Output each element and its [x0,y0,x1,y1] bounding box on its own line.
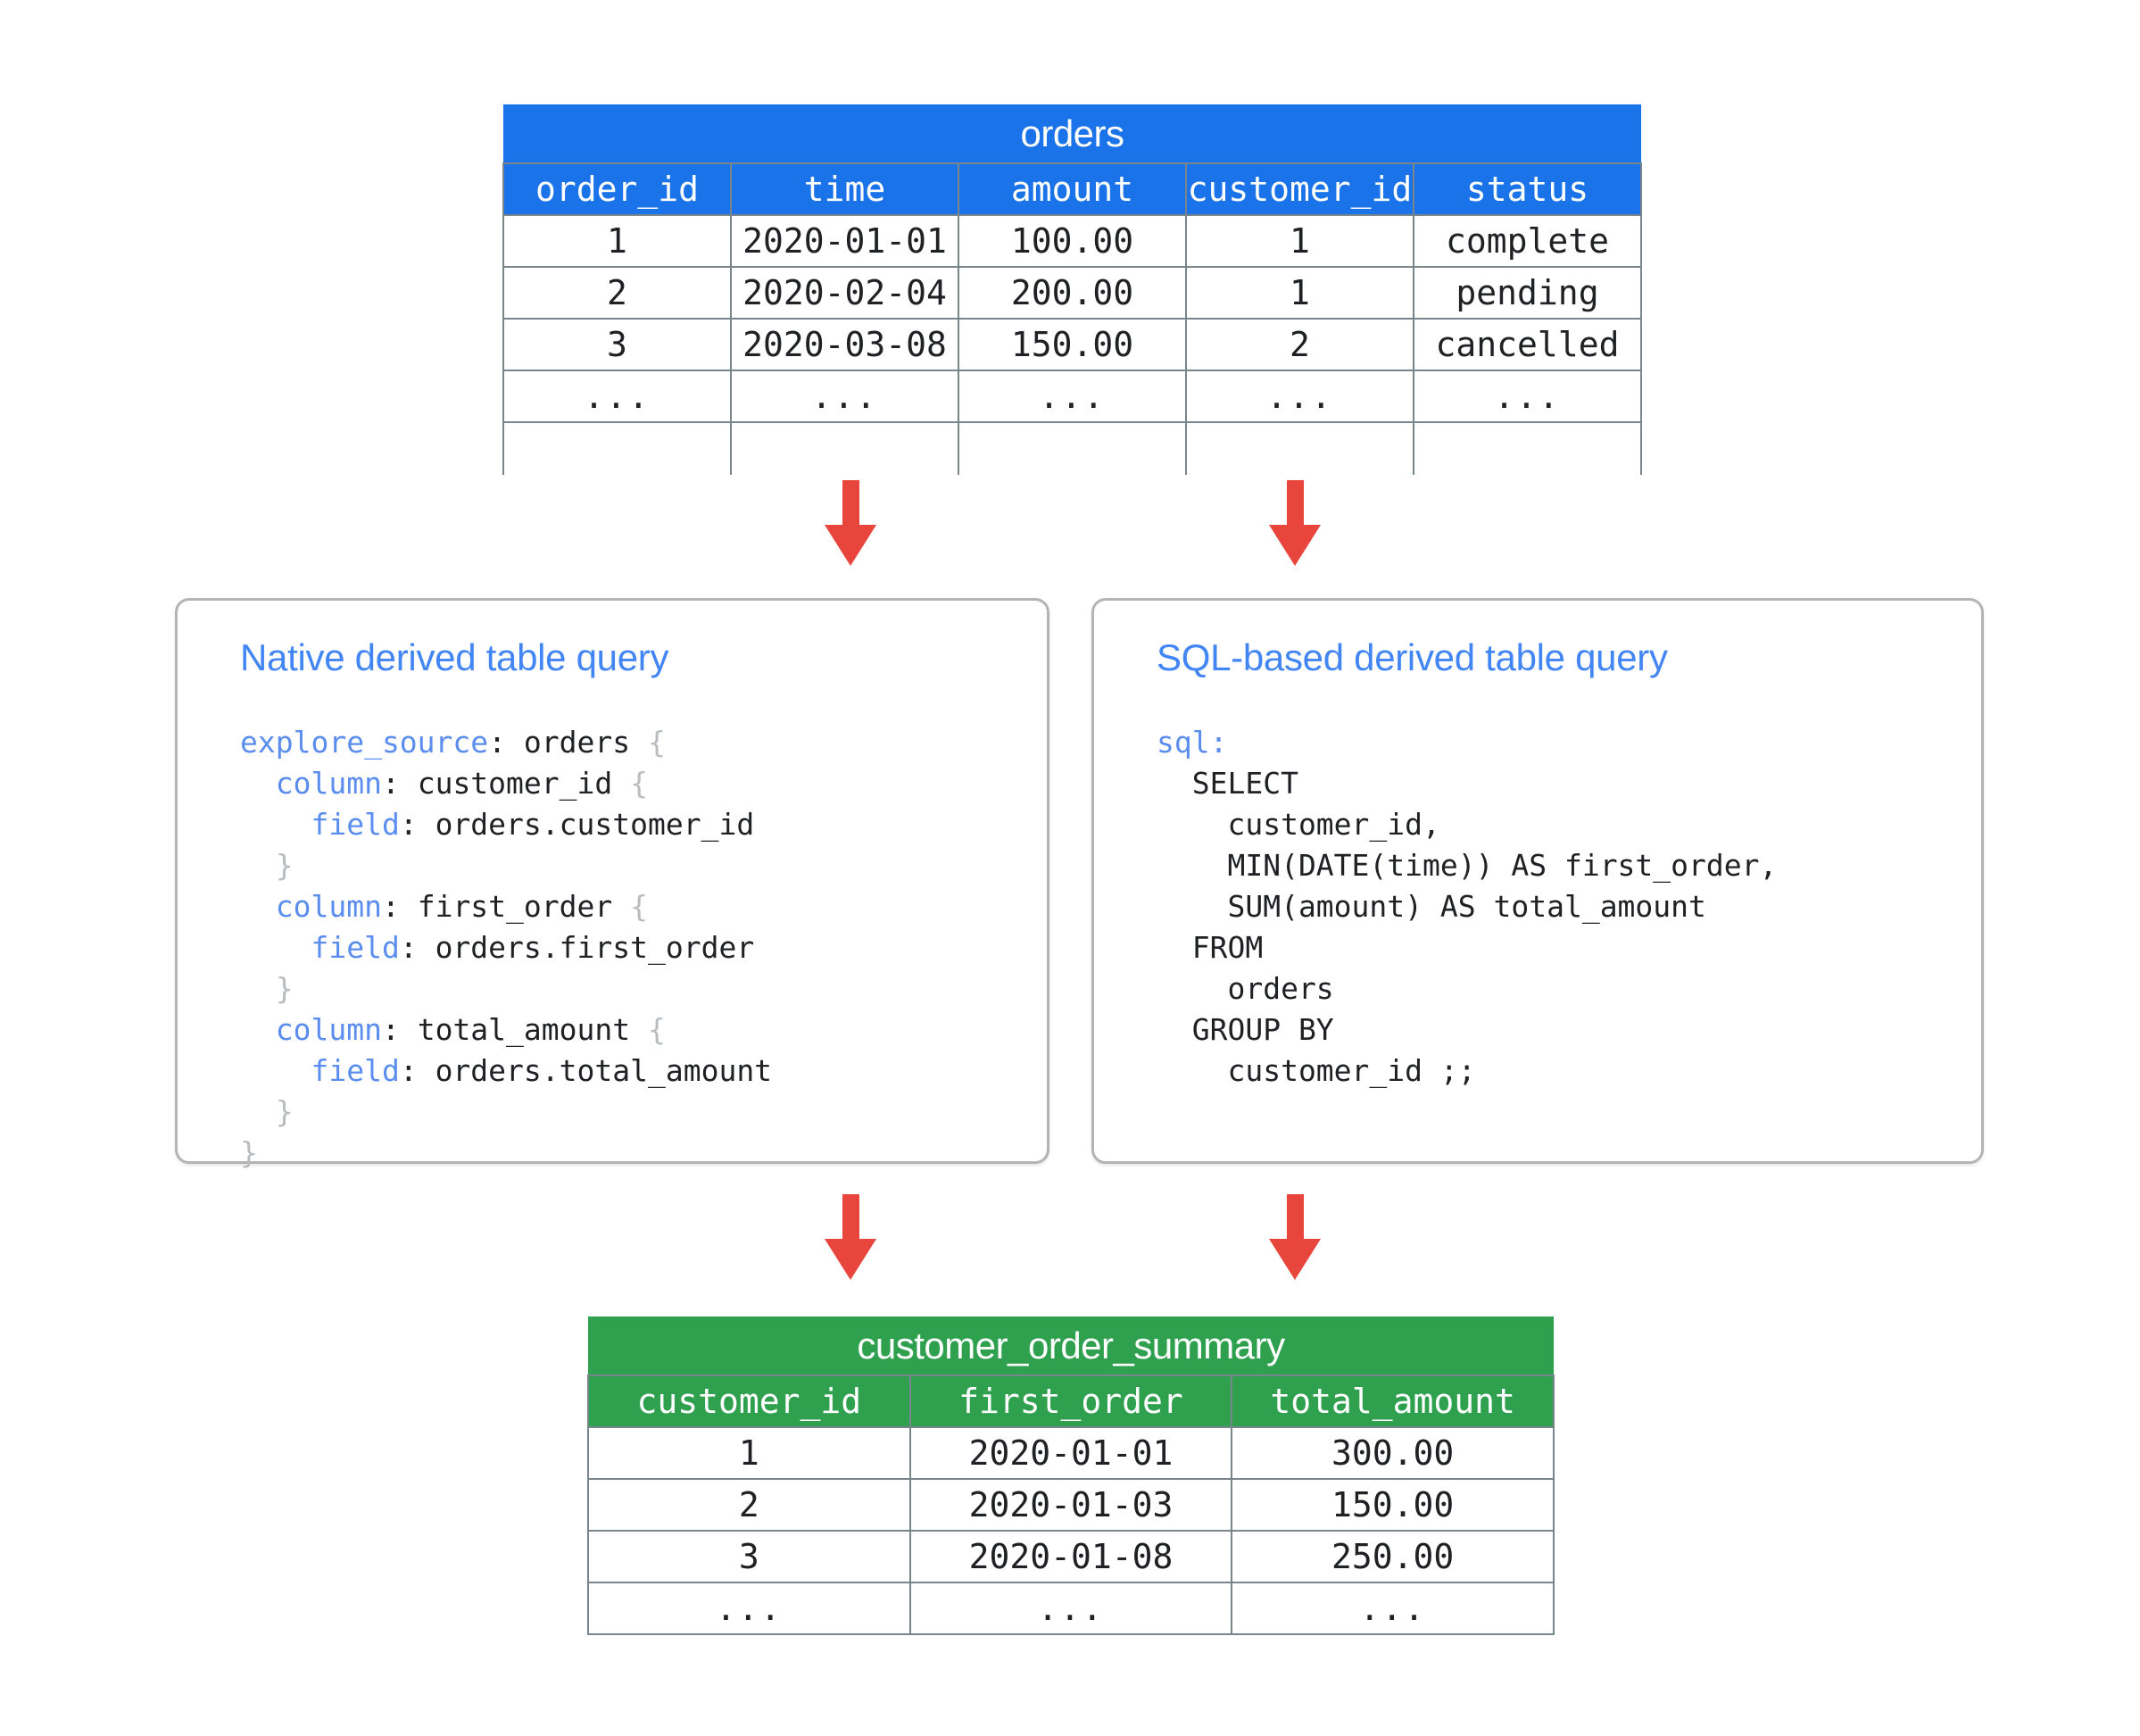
orders-cell-amount: 100.00 [958,214,1187,268]
table-row: 3 2020-01-08 250.00 [587,1530,1555,1583]
arrow-head [825,525,876,566]
orders-cell-customer-id: 2 [1185,318,1414,371]
summary-table-header: customer_order_summary customer_id first… [587,1317,1555,1428]
summary-cell-customer-id: 2 [587,1478,911,1532]
sql-panel-code: sql: SELECT customer_id, MIN(DATE(time))… [1157,725,1778,1088]
summary-cell-customer-id: 3 [587,1530,911,1583]
orders-cell-status: cancelled [1413,318,1642,371]
orders-cell-order-id: 3 [502,318,732,371]
orders-cell-status: complete [1413,214,1642,268]
arrow-down-icon [1269,480,1321,566]
orders-cell-truncated [730,421,959,474]
arrow-head [1269,1239,1321,1280]
orders-cell-ellipsis: ... [1185,370,1414,423]
orders-column-header-customer-id: customer_id [1185,162,1414,216]
orders-table-body: 1 2020-01-01 100.00 1 complete 2 2020-02… [502,214,1642,474]
summary-cell-first-order: 2020-01-01 [908,1426,1233,1480]
arrow-shaft [1287,480,1304,527]
orders-cell-ellipsis: ... [502,370,732,423]
summary-table-title-row: customer_order_summary [588,1317,1554,1376]
summary-column-header-customer-id: customer_id [587,1375,911,1428]
orders-table-title: orders [503,104,1641,164]
orders-table-header: orders order_id time amount customer_id … [502,104,1642,216]
orders-column-header-order-id: order_id [502,162,732,216]
table-row: 2 2020-01-03 150.00 [587,1478,1555,1532]
orders-cell-truncated [1185,421,1414,474]
orders-table: orders order_id time amount customer_id … [502,104,1642,475]
orders-cell-time: 2020-02-04 [730,266,959,320]
summary-table-title: customer_order_summary [588,1317,1554,1376]
summary-cell-ellipsis: ... [908,1582,1233,1635]
sql-derived-table-panel: SQL-based derived table query sql: SELEC… [1091,598,1984,1164]
customer-order-summary-table: customer_order_summary customer_id first… [587,1316,1555,1635]
arrow-down-icon [1269,1194,1321,1280]
arrow-down-icon [825,480,876,566]
summary-table-body: 1 2020-01-01 300.00 2 2020-01-03 150.00 … [587,1426,1555,1635]
arrow-shaft [842,1194,859,1241]
table-row: 3 2020-03-08 150.00 2 cancelled [502,318,1642,371]
sql-panel-title: SQL-based derived table query [1157,636,1668,678]
orders-cell-truncated [1413,421,1642,474]
arrow-head [1269,525,1321,566]
orders-cell-order-id: 1 [502,214,732,268]
orders-cell-amount: 150.00 [958,318,1187,371]
orders-column-header-status: status [1413,162,1642,216]
summary-column-header-first-order: first_order [908,1375,1233,1428]
summary-cell-total-amount: 150.00 [1231,1478,1555,1532]
orders-table-title-row: orders [503,104,1641,164]
native-panel-code: explore_source: orders { column: custome… [240,725,773,1170]
native-panel-title: Native derived table query [240,636,669,678]
summary-column-header-total-amount: total_amount [1231,1375,1555,1428]
orders-column-header-time: time [730,162,959,216]
table-row: 1 2020-01-01 100.00 1 complete [502,214,1642,268]
orders-table-column-row: order_id time amount customer_id status [502,162,1642,216]
orders-cell-order-id: 2 [502,266,732,320]
summary-cell-ellipsis: ... [1231,1582,1555,1635]
orders-cell-time: 2020-03-08 [730,318,959,371]
arrow-shaft [842,480,859,527]
table-row-ellipsis: ... ... ... [587,1582,1555,1635]
summary-cell-first-order: 2020-01-08 [908,1530,1233,1583]
table-row: 1 2020-01-01 300.00 [587,1426,1555,1480]
orders-cell-ellipsis: ... [730,370,959,423]
arrow-shaft [1287,1194,1304,1241]
orders-cell-ellipsis: ... [958,370,1187,423]
summary-cell-customer-id: 1 [587,1426,911,1480]
arrow-down-icon [825,1194,876,1280]
orders-cell-amount: 200.00 [958,266,1187,320]
table-row: 2 2020-02-04 200.00 1 pending [502,266,1642,320]
orders-cell-ellipsis: ... [1413,370,1642,423]
orders-cell-customer-id: 1 [1185,214,1414,268]
summary-cell-total-amount: 250.00 [1231,1530,1555,1583]
orders-cell-status: pending [1413,266,1642,320]
table-row-truncated [502,421,1642,474]
native-derived-table-panel: Native derived table query explore_sourc… [175,598,1049,1170]
orders-cell-time: 2020-01-01 [730,214,959,268]
summary-cell-first-order: 2020-01-03 [908,1478,1233,1532]
arrow-head [825,1239,876,1280]
orders-cell-truncated [502,421,732,474]
orders-cell-truncated [958,421,1187,474]
table-row-ellipsis: ... ... ... ... ... [502,370,1642,423]
orders-column-header-amount: amount [958,162,1187,216]
orders-cell-customer-id: 1 [1185,266,1414,320]
summary-cell-total-amount: 300.00 [1231,1426,1555,1480]
summary-table-column-row: customer_id first_order total_amount [587,1375,1555,1428]
summary-cell-ellipsis: ... [587,1582,911,1635]
